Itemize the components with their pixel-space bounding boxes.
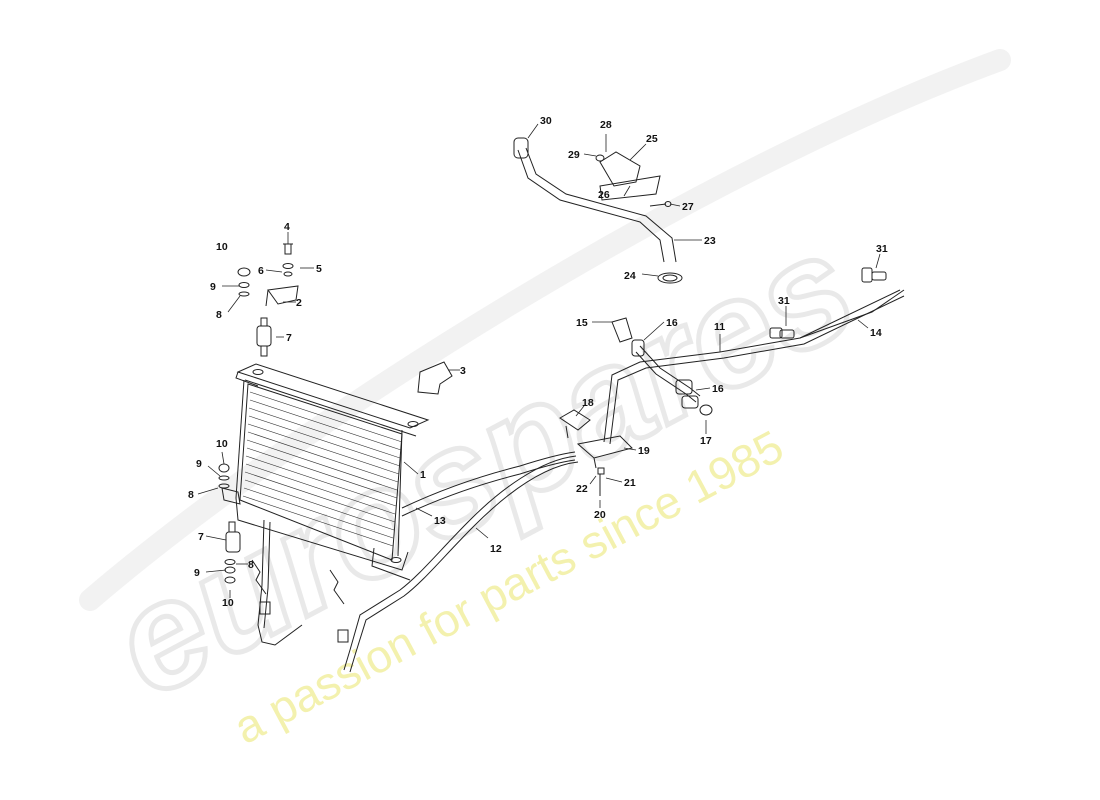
- label-13: 13: [434, 515, 446, 527]
- hoses: [251, 451, 579, 673]
- label-9-lower: 9: [194, 567, 200, 579]
- label-6: 6: [258, 265, 264, 277]
- valve-block: [559, 404, 713, 496]
- label-10-middle: 10: [216, 438, 228, 450]
- upper-mount: [237, 243, 299, 357]
- label-16-lower: 16: [712, 383, 724, 395]
- label-12: 12: [490, 543, 502, 555]
- label-7-lower: 7: [198, 531, 204, 543]
- oil-cooler: [221, 363, 430, 581]
- bracket-25: [595, 151, 672, 207]
- label-8-lower: 8: [248, 559, 254, 571]
- fittings-31: [769, 267, 887, 339]
- bracket-3: [417, 361, 453, 395]
- label-1: 1: [420, 469, 426, 481]
- label-5: 5: [316, 263, 322, 275]
- label-19: 19: [638, 445, 650, 457]
- label-30: 30: [540, 115, 552, 127]
- label-31-right: 31: [876, 243, 888, 255]
- label-20: 20: [594, 509, 606, 521]
- label-10-lower: 10: [222, 597, 234, 609]
- label-4: 4: [284, 221, 290, 233]
- filler-pipe: [513, 137, 683, 284]
- label-27: 27: [682, 201, 694, 213]
- label-18: 18: [582, 397, 594, 409]
- label-21: 21: [624, 477, 636, 489]
- label-26: 26: [598, 189, 610, 201]
- watermark: eurospares a passion for parts since 198…: [79, 49, 1011, 754]
- label-15: 15: [576, 317, 588, 329]
- label-25: 25: [646, 133, 658, 145]
- label-8-upper: 8: [216, 309, 222, 321]
- label-14: 14: [870, 327, 882, 339]
- label-2: 2: [296, 297, 302, 309]
- label-16-upper: 16: [666, 317, 678, 329]
- label-29: 29: [568, 149, 580, 161]
- label-28: 28: [600, 119, 612, 131]
- label-9-middle: 9: [196, 458, 202, 470]
- label-24: 24: [624, 270, 636, 282]
- label-23: 23: [704, 235, 716, 247]
- part-labels: 1 2 3 4 5 6 7 7 8 8 8 9 9 9 10 10 10 11 …: [188, 115, 888, 609]
- pipes: [603, 289, 905, 445]
- label-17: 17: [700, 435, 712, 447]
- label-31-left: 31: [778, 295, 790, 307]
- label-8-middle: 8: [188, 489, 194, 501]
- label-9-upper: 9: [210, 281, 216, 293]
- label-11: 11: [714, 321, 725, 333]
- leader-lines: [197, 123, 881, 598]
- label-22: 22: [576, 483, 588, 495]
- label-3: 3: [460, 365, 466, 377]
- label-10-upper: 10: [216, 241, 228, 253]
- label-7-upper: 7: [286, 332, 292, 344]
